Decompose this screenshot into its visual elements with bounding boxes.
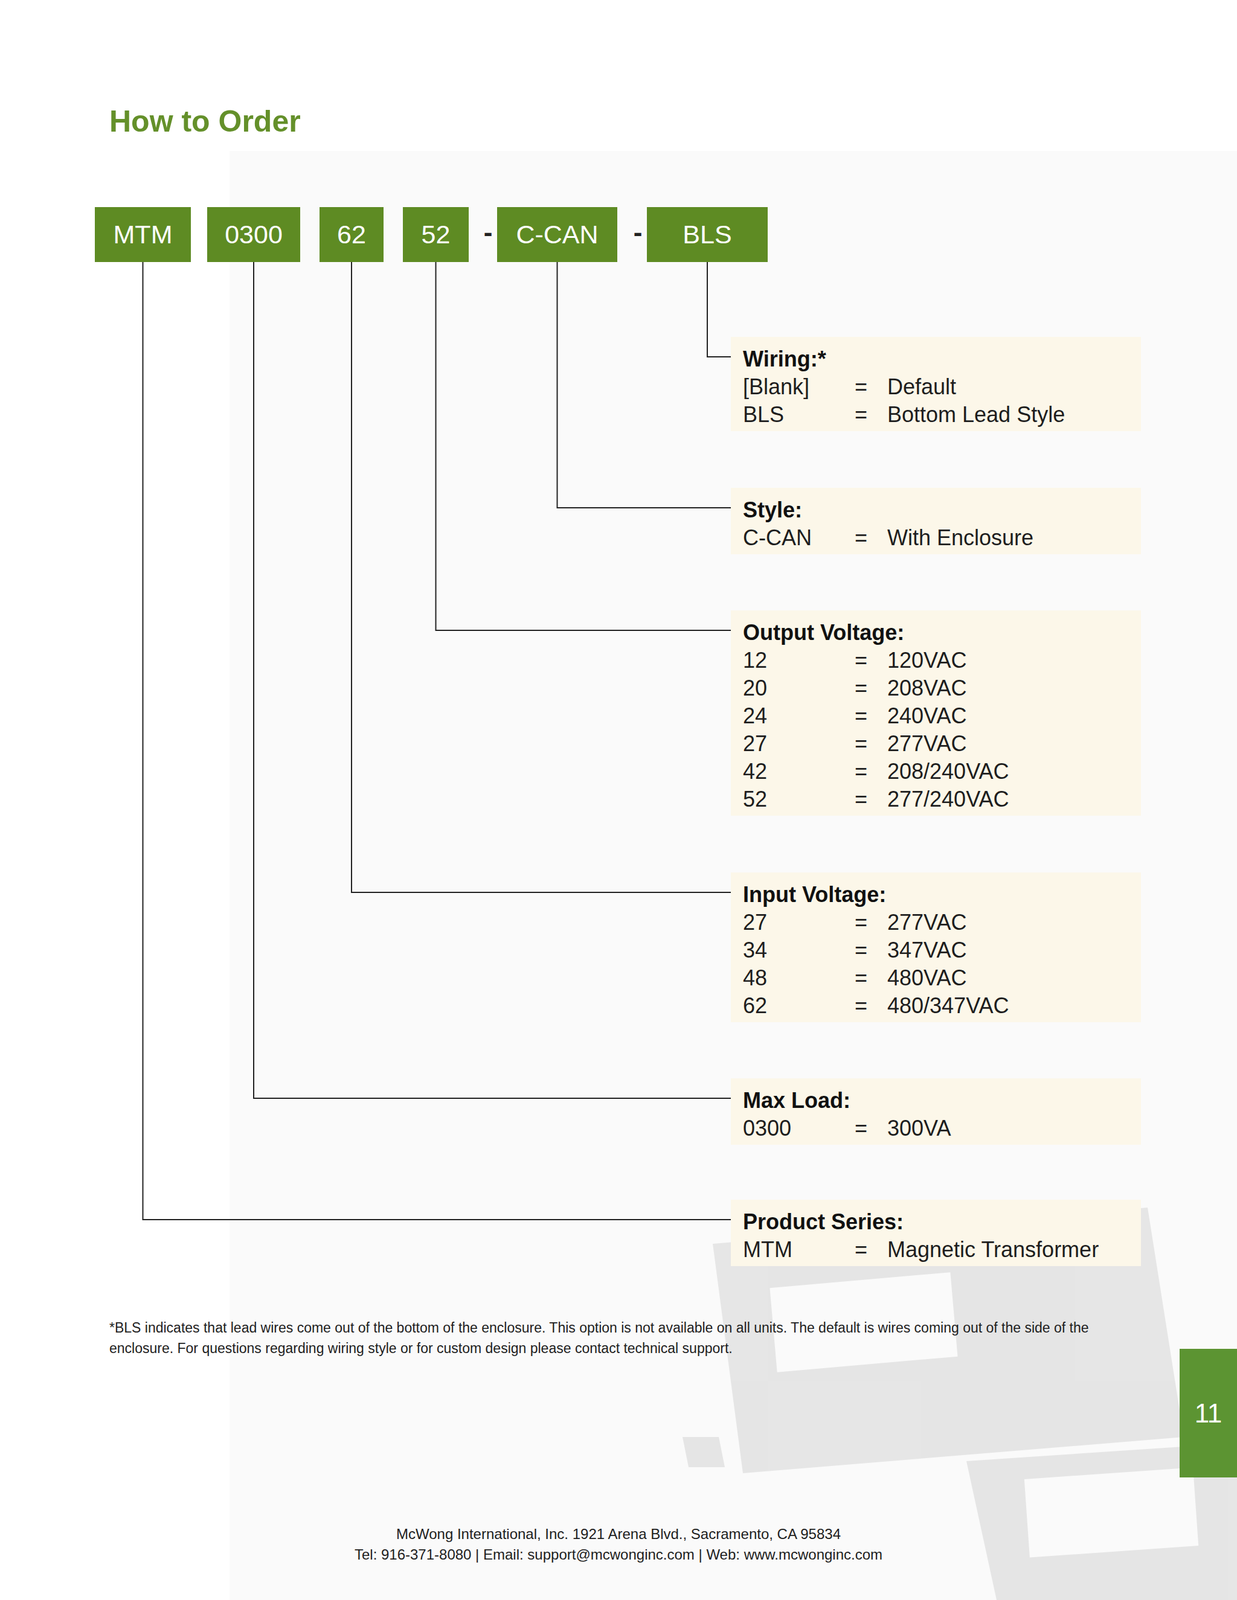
option-table: C-CAN=With Enclosure	[742, 524, 1132, 553]
code-separator: -	[628, 217, 647, 248]
option-code: MTM	[742, 1236, 855, 1265]
equals-sign: =	[854, 646, 888, 675]
code-segment-box: 62	[319, 207, 384, 263]
code-separator: -	[478, 217, 498, 248]
option-value: Default	[887, 373, 1065, 402]
footer-address: McWong International, Inc. 1921 Arena Bl…	[74, 1524, 1163, 1546]
leader-line	[707, 262, 731, 357]
option-value: 277VAC	[887, 909, 1009, 937]
option-value: 347VAC	[887, 936, 1009, 965]
option-table: 12=120VAC20=208VAC24=240VAC27=277VAC42=2…	[742, 646, 1132, 814]
equals-sign: =	[854, 1236, 888, 1265]
option-value: 277/240VAC	[887, 785, 1009, 814]
option-value: Bottom Lead Style	[887, 401, 1065, 429]
option-code: 20	[742, 674, 855, 703]
option-panel: Product Series:MTM=Magnetic Transformer	[730, 1200, 1141, 1267]
equals-sign: =	[854, 730, 888, 759]
code-segment: MTM	[113, 219, 173, 250]
option-code: 27	[742, 909, 855, 937]
page-title: How to Order	[109, 103, 301, 139]
panel-heading: Wiring:*	[742, 345, 1132, 374]
panel-heading: Input Voltage:	[742, 881, 1132, 910]
code-segment-box: BLS	[646, 207, 768, 263]
option-code: 12	[742, 646, 855, 675]
option-code: 34	[742, 936, 855, 965]
footer-contact: Tel: 916-371-8080 | Email: support@mcwon…	[74, 1545, 1163, 1566]
code-segment-box: 0300	[207, 207, 301, 263]
option-value: 277VAC	[887, 730, 1009, 759]
option-code: 48	[742, 964, 855, 993]
leader-line	[351, 262, 731, 893]
equals-sign: =	[854, 401, 888, 429]
equals-sign: =	[854, 785, 888, 814]
leader-line	[557, 262, 732, 508]
code-segment: 0300	[224, 219, 283, 250]
equals-sign: =	[854, 909, 888, 937]
equals-sign: =	[854, 992, 888, 1021]
option-code: 0300	[742, 1114, 855, 1143]
option-code: 42	[742, 758, 855, 786]
option-value: 480/347VAC	[887, 992, 1009, 1021]
option-table: [Blank]=DefaultBLS=Bottom Lead Style	[742, 373, 1132, 429]
equals-sign: =	[854, 373, 888, 402]
equals-sign: =	[854, 1114, 888, 1143]
option-value: 300VA	[887, 1114, 951, 1143]
footnote: *BLS indicates that lead wires come out …	[109, 1317, 1149, 1360]
option-code: 24	[742, 702, 855, 731]
option-value: 240VAC	[887, 702, 1009, 731]
option-value: 208VAC	[887, 674, 1009, 703]
option-code: 52	[742, 785, 855, 814]
option-table: 27=277VAC34=347VAC48=480VAC62=480/347VAC	[742, 909, 1132, 1021]
option-value: 208/240VAC	[887, 758, 1009, 786]
option-panel: Wiring:*[Blank]=DefaultBLS=Bottom Lead S…	[730, 337, 1141, 432]
panel-heading: Product Series:	[742, 1208, 1132, 1237]
option-value: With Enclosure	[887, 524, 1034, 553]
option-code: 62	[742, 992, 855, 1021]
option-panel: Input Voltage:27=277VAC34=347VAC48=480VA…	[730, 872, 1141, 1023]
code-segment: 52	[421, 219, 451, 250]
code-segment: BLS	[682, 219, 732, 250]
equals-sign: =	[854, 702, 888, 731]
panel-heading: Style:	[742, 496, 1132, 525]
code-segment-box: MTM	[94, 207, 191, 263]
equals-sign: =	[854, 674, 888, 703]
code-segment: 62	[337, 219, 367, 250]
option-table: MTM=Magnetic Transformer	[742, 1236, 1132, 1265]
page-number: 11	[1194, 1398, 1223, 1430]
option-panel: Output Voltage:12=120VAC20=208VAC24=240V…	[730, 610, 1141, 817]
code-segment: C-CAN	[515, 219, 598, 250]
leader-line	[436, 262, 732, 631]
option-code: 27	[742, 730, 855, 759]
equals-sign: =	[854, 964, 888, 993]
background-shade	[229, 151, 1237, 1600]
option-panel: Style:C-CAN=With Enclosure	[730, 488, 1141, 555]
equals-sign: =	[854, 936, 888, 965]
option-code: C-CAN	[742, 524, 855, 553]
code-segment-box: C-CAN	[497, 207, 618, 263]
code-segment-box: 52	[402, 207, 469, 263]
equals-sign: =	[854, 524, 888, 553]
option-value: 120VAC	[887, 646, 1009, 675]
panel-heading: Max Load:	[742, 1087, 1132, 1115]
option-panel: Max Load:0300=300VA	[730, 1078, 1141, 1146]
option-code: BLS	[742, 401, 855, 429]
option-table: 0300=300VA	[742, 1114, 1132, 1143]
option-value: 480VAC	[887, 964, 1009, 993]
option-code: [Blank]	[742, 373, 855, 402]
panel-heading: Output Voltage:	[742, 619, 1132, 647]
leader-line	[253, 262, 731, 1099]
page-number-tab: 11	[1179, 1349, 1237, 1478]
leader-line	[143, 262, 732, 1221]
equals-sign: =	[854, 758, 888, 786]
option-value: Magnetic Transformer	[887, 1236, 1099, 1265]
